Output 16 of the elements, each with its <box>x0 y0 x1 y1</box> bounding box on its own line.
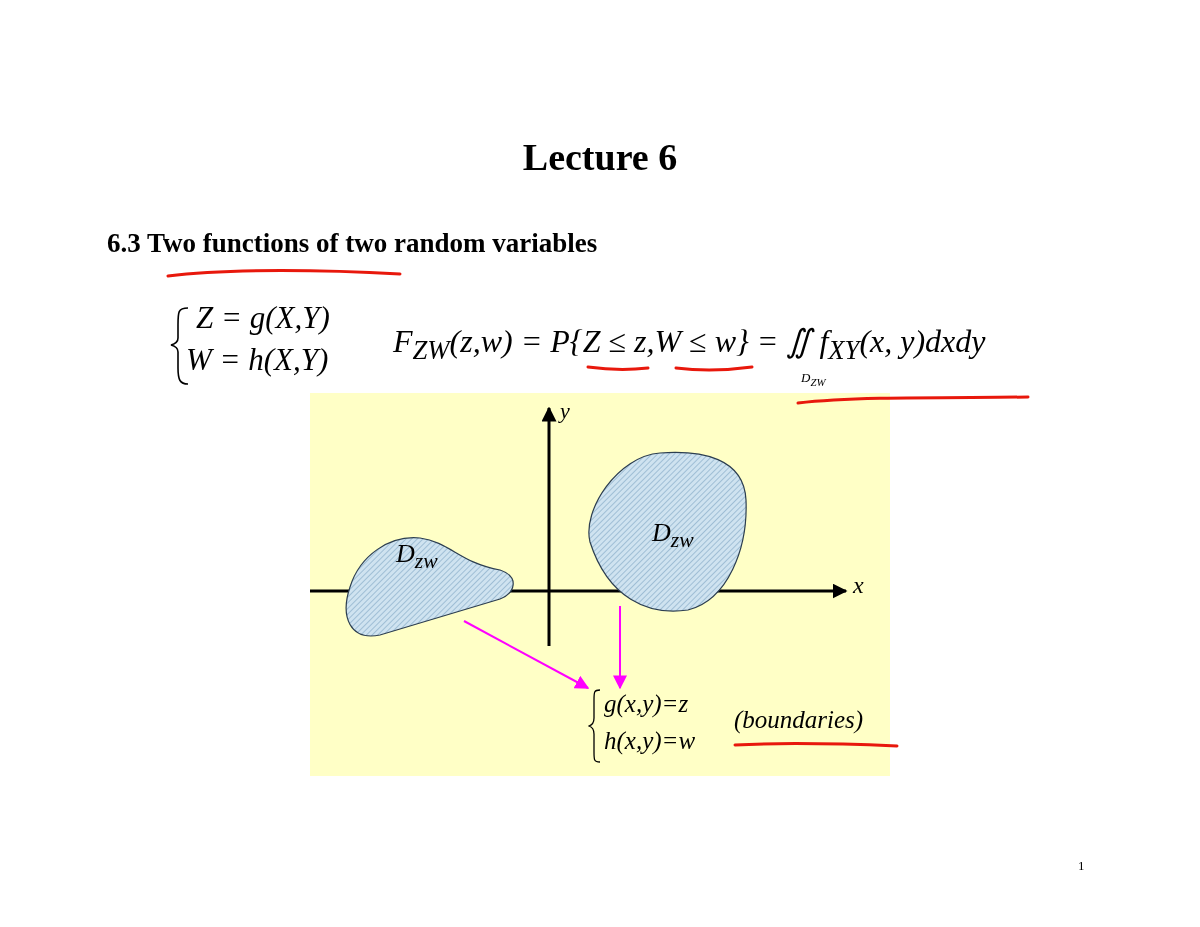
subscript-text: D$_{ZW}$ <box>801 370 826 388</box>
arrow <box>613 605 627 690</box>
page-number: 1 <box>1078 858 1085 874</box>
arrow <box>463 620 590 689</box>
region-label: D$_{zw}$ <box>396 539 438 575</box>
formula-text: F$_{ZW}$(z,w) = P{Z ≤ z,W ≤ w} = ∬ f$_{XY}$(x, y)dxdy <box>393 322 986 367</box>
section-heading: 6.3 Two functions of two random variables <box>107 228 598 259</box>
axis-label: y <box>560 398 570 424</box>
equation-text: W = h(X,Y) <box>186 342 329 378</box>
equation-text: g(x,y)=z <box>604 690 689 718</box>
equation-text: Z = g(X,Y) <box>196 300 330 336</box>
region-label: D$_{zw}$ <box>652 518 694 554</box>
equation-text: h(x,y)=w <box>604 727 696 755</box>
axis-label: x <box>853 572 864 599</box>
note-text: (boundaries) <box>734 706 864 734</box>
slide-title: Lecture 6 <box>521 135 679 179</box>
